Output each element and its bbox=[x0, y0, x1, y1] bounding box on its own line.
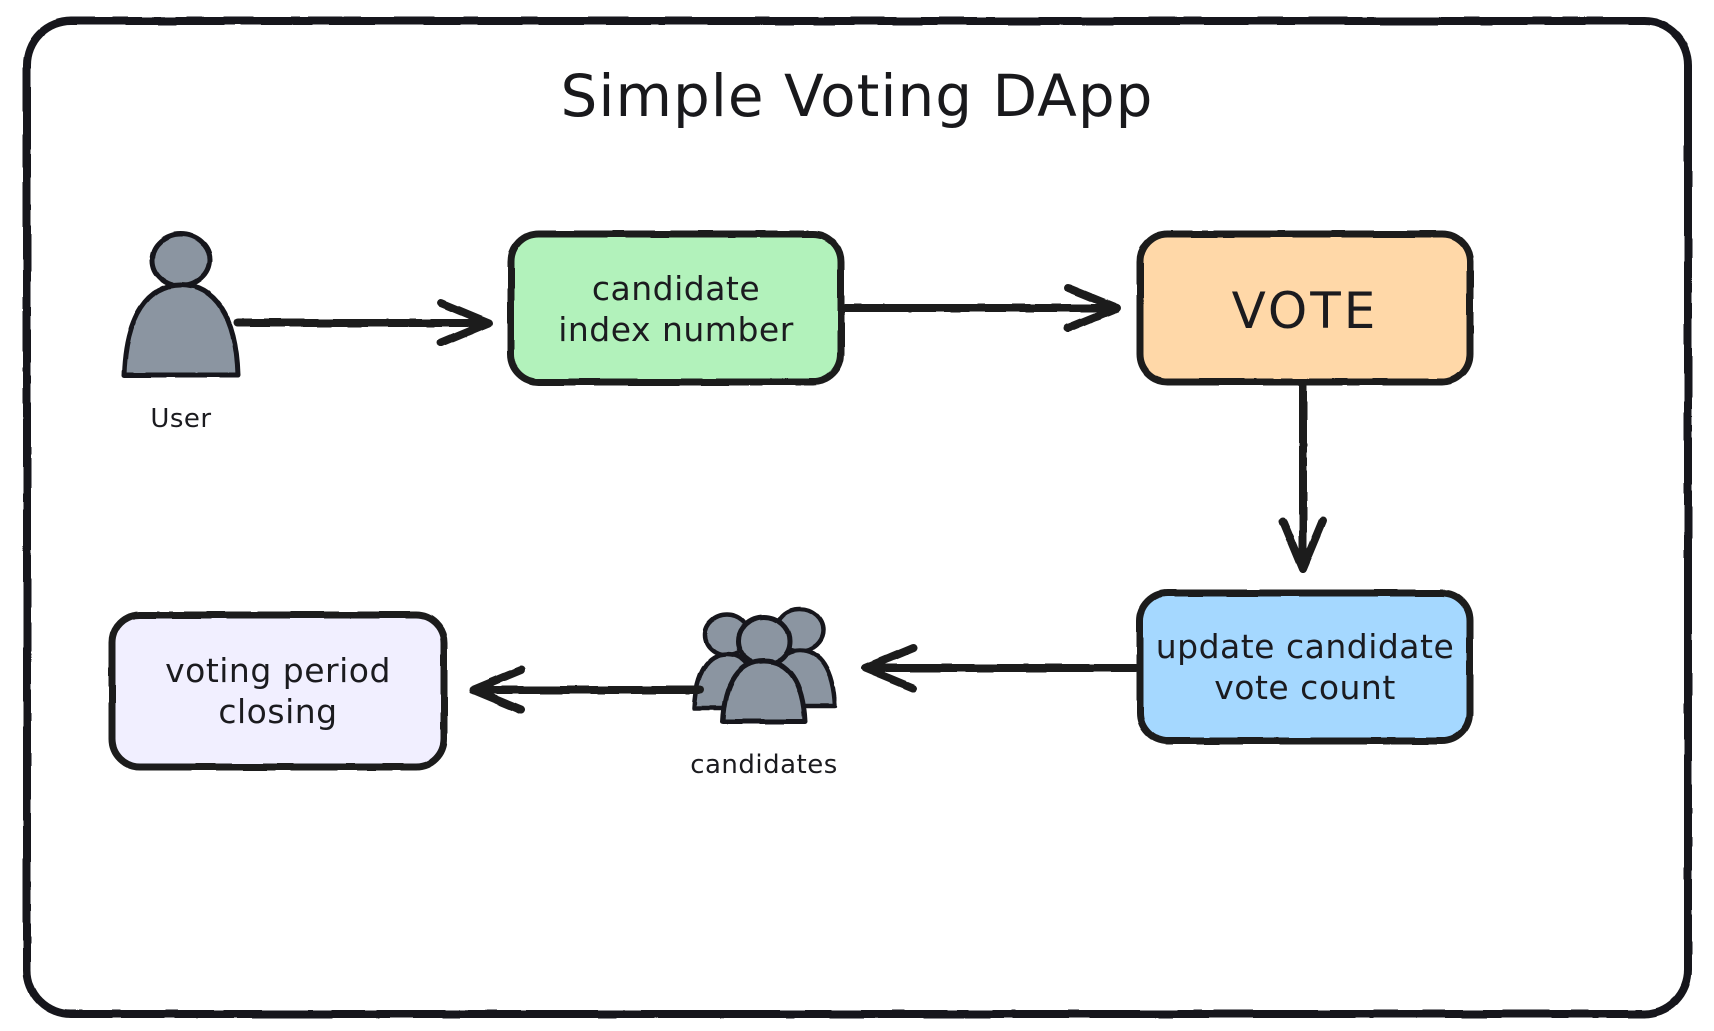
page-title: Simple Voting DApp bbox=[560, 62, 1154, 130]
node-vote[interactable] bbox=[1136, 230, 1474, 386]
user-caption: User bbox=[150, 404, 212, 434]
users-group-icon bbox=[691, 606, 838, 725]
candidates-caption: candidates bbox=[690, 750, 838, 780]
node-candidate-index[interactable] bbox=[507, 230, 845, 386]
user-icon bbox=[121, 231, 241, 378]
arrow-update-count-to-candidates bbox=[861, 644, 1140, 692]
node-update-count[interactable] bbox=[1136, 589, 1474, 745]
outer-frame bbox=[23, 17, 1692, 1018]
arrow-vote-to-update-count bbox=[1279, 382, 1327, 573]
node-voting-period-closing[interactable] bbox=[108, 611, 448, 771]
arrow-candidates-to-voting-period-closing bbox=[469, 666, 704, 714]
arrow-candidate-index-to-vote bbox=[841, 284, 1121, 332]
arrow-user-to-candidate-index bbox=[234, 299, 493, 347]
